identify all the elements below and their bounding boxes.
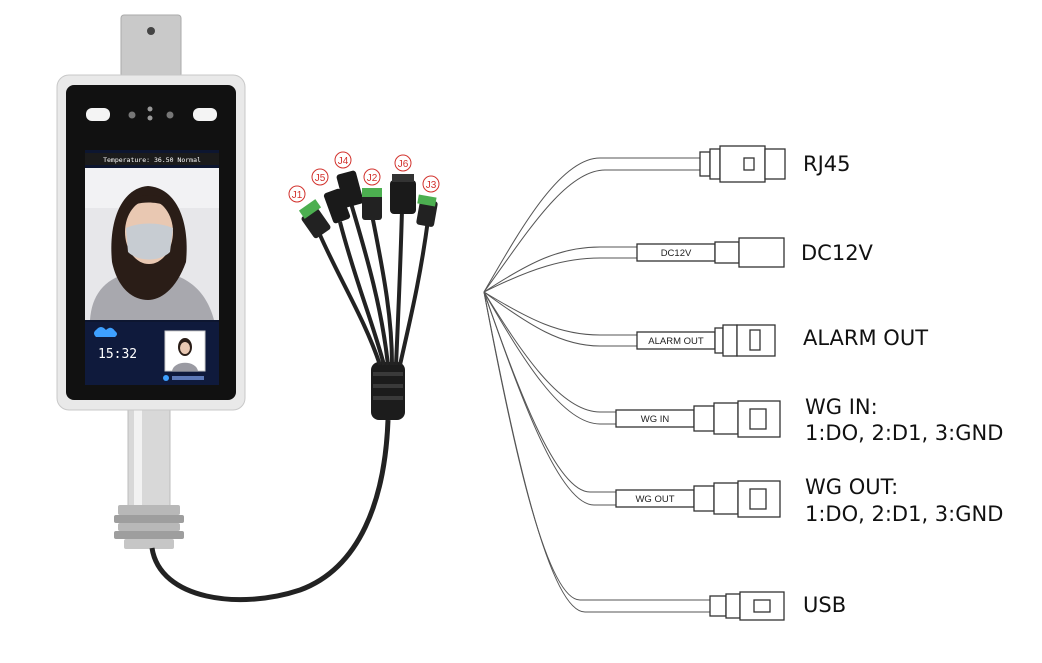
- label-alarm-out: ALARM OUT: [803, 326, 929, 350]
- label-rj45: RJ45: [803, 152, 851, 176]
- temperature-sensor: [120, 14, 182, 78]
- camera-lens-4: [166, 111, 174, 119]
- rj45-connector: [699, 145, 786, 183]
- harness-boot: [371, 362, 405, 420]
- stand-pole-highlight: [134, 405, 142, 510]
- cable-tag-wg-out: WG OUT: [635, 494, 674, 505]
- harness-connector-j1: [298, 199, 331, 239]
- main-cable: [149, 419, 391, 603]
- temperature-banner: Temperature: 36.50 Normal: [103, 156, 201, 164]
- label-usb: USB: [803, 593, 847, 617]
- harness-connector-j6: [390, 174, 416, 214]
- face-terminal-device: Temperature: 36.50 Normal 15:32: [56, 14, 246, 549]
- harness-connector-j2: [362, 188, 382, 220]
- camera-lens-3: [147, 115, 153, 121]
- junction-label-j2: J2: [367, 173, 378, 184]
- harness-wires: [318, 199, 430, 366]
- usb-connector: [709, 591, 785, 621]
- status-dot-icon: [163, 375, 169, 381]
- cable-tag-wg-in: WG IN: [641, 414, 670, 425]
- wg-in-connector: [615, 400, 781, 438]
- junction-label-j6: J6: [398, 159, 409, 170]
- cable-tag-dc12v: DC12V: [661, 248, 692, 259]
- wg-out-connector: [615, 480, 781, 518]
- camera-lens-2: [147, 106, 153, 112]
- person-image: [90, 186, 214, 320]
- label-wg-in-pins: 1:DO, 2:D1, 3:GND: [805, 421, 1004, 445]
- ir-light-left: [86, 108, 110, 121]
- weather-icon: [94, 327, 117, 337]
- ir-light-right: [193, 108, 217, 121]
- junction-label-j3: J3: [426, 180, 437, 191]
- alarm-out-connector: [636, 324, 776, 357]
- pinout-lines: [483, 157, 710, 613]
- dc12v-connector: [636, 237, 785, 268]
- label-wg-out-pins: 1:DO, 2:D1, 3:GND: [805, 502, 1004, 526]
- junction-label-j4: J4: [338, 156, 349, 167]
- temperature-banner-bg: [85, 153, 219, 165]
- cable-tag-alarm-out: ALARM OUT: [648, 336, 704, 347]
- label-wg-in: WG IN:: [805, 395, 878, 419]
- label-wg-out: WG OUT:: [805, 475, 899, 499]
- harness-connector-j3: [416, 194, 438, 227]
- harness-connector-j5: [323, 188, 351, 224]
- label-dc12v: DC12V: [801, 241, 873, 265]
- camera-lens-1: [128, 111, 136, 119]
- junction-label-j1: J1: [292, 190, 303, 201]
- device-clock: 15:32: [98, 347, 137, 362]
- threaded-mount: [114, 505, 184, 549]
- junction-label-j5: J5: [315, 173, 326, 184]
- junction-labels: [288, 151, 440, 203]
- harness-connector-j4: [336, 170, 364, 208]
